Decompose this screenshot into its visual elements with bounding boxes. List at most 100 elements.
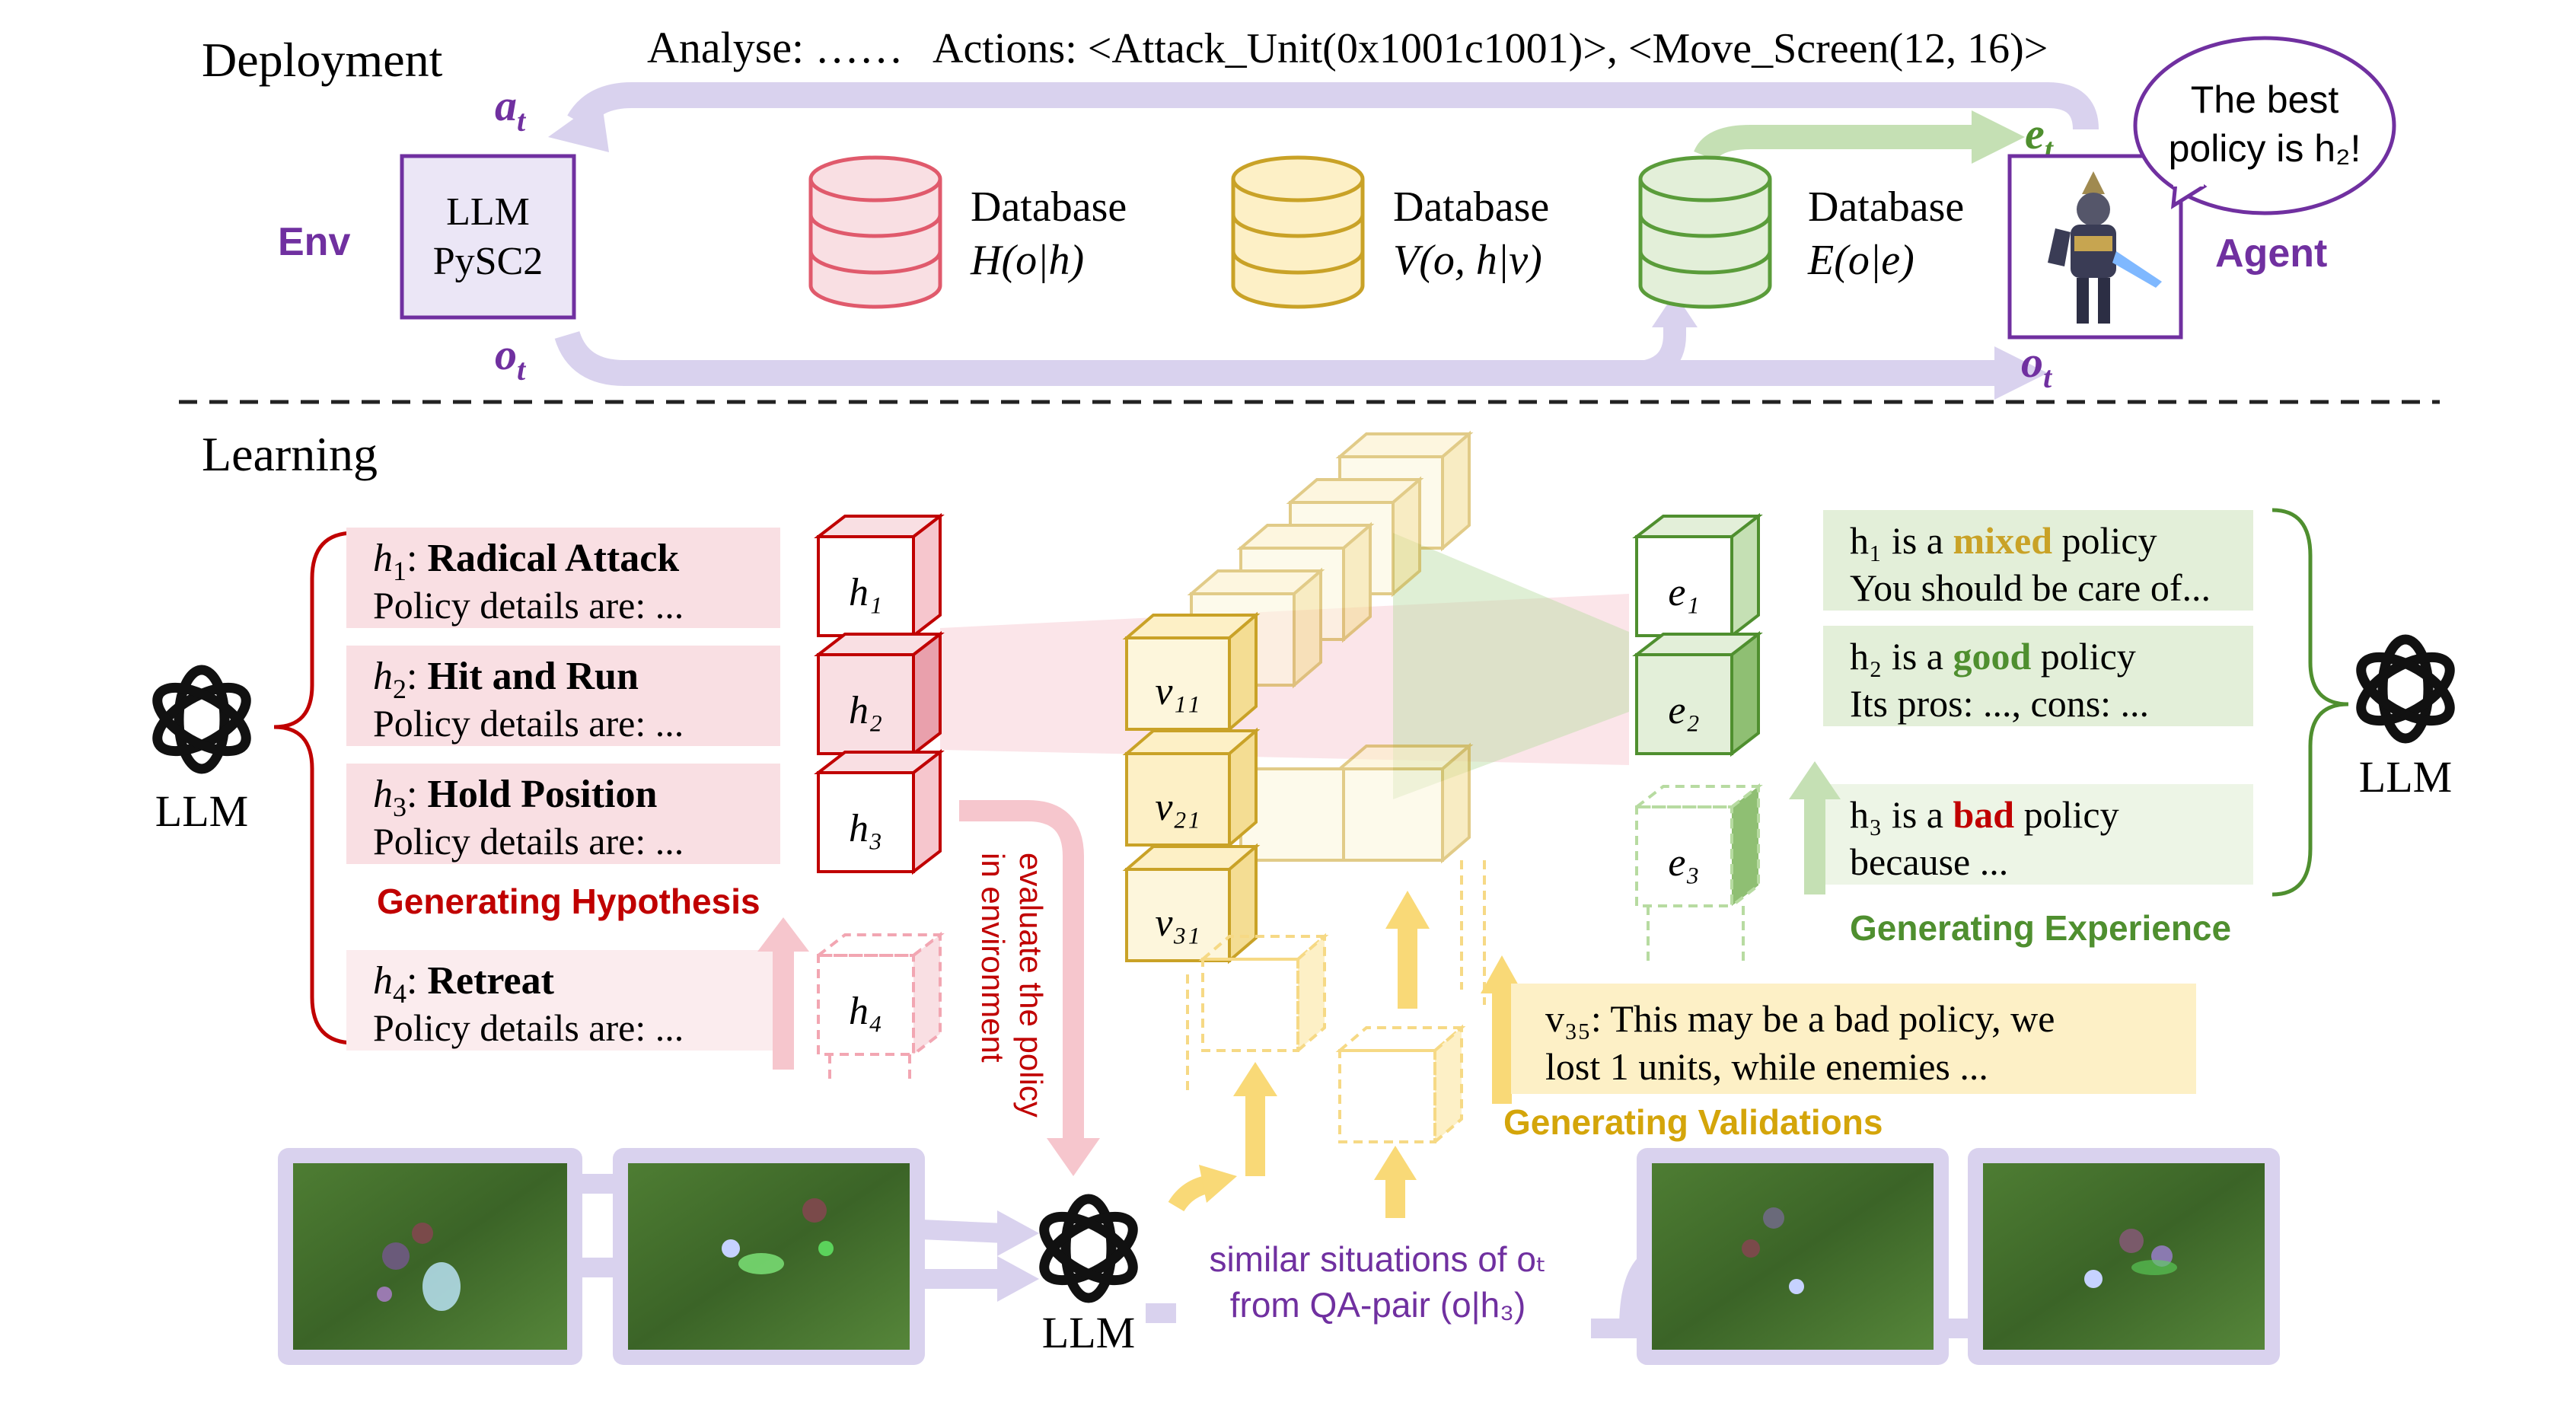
observation-arrow-head: [1994, 346, 2048, 400]
experience-1-line2: You should be care of...: [1850, 566, 2211, 609]
hypothesis-2-detail: Policy details are: ...: [373, 702, 684, 745]
e-cube-3-label: e₃: [1668, 841, 1699, 885]
game-screenshot-4: [1968, 1148, 2280, 1365]
bubble-line2: policy is h₂!: [2169, 127, 2361, 170]
experience-arrow: [1694, 125, 1979, 162]
h-cube-1: [814, 512, 945, 639]
experience-up-arrow-head: [1789, 761, 1841, 799]
experience-2-line1: h₂ is a good policy: [1850, 635, 2136, 678]
experience-3-line1: h₃ is a bad policy: [1850, 793, 2119, 836]
generating-validations-label: Generating Validations: [1503, 1102, 1883, 1142]
hypothesis-up-arrow: [773, 948, 794, 1070]
experience-up-arrow: [1804, 796, 1825, 894]
learning-title: Learning: [202, 427, 378, 481]
h-cube-1-label: h₁: [849, 571, 882, 614]
database-h-icon: [808, 155, 942, 309]
h-cube-3: [814, 748, 945, 875]
experience-2-line2: Its pros: ..., cons: ...: [1850, 682, 2149, 725]
h-cube-4-label: h₄: [849, 990, 882, 1033]
e-cube-1: [1632, 512, 1763, 639]
deployment-title: Deployment: [202, 33, 443, 87]
llm-to-v-arrow-head: [1199, 1165, 1237, 1203]
speech-bubble: [2133, 36, 2396, 215]
v-cube-grid: [1122, 430, 1474, 965]
h-cube-3-label: h₃: [849, 807, 882, 850]
agent-character-icon: [2048, 171, 2162, 324]
experience-box-3: [1823, 784, 2253, 885]
e-projection-plane: [1393, 533, 1629, 799]
evaluate-arrow-head: [1047, 1138, 1100, 1176]
db-h-line2: H(o|h): [970, 237, 1084, 284]
openai-logo-left-icon: [152, 665, 251, 774]
experience-brace: [2272, 508, 2349, 897]
evaluate-arrow: [959, 800, 1084, 1142]
o-t-left-label: ot: [495, 330, 527, 387]
e-cube-2: [1632, 630, 1763, 757]
llm-right-label: LLM: [2359, 752, 2452, 802]
screen1-to-llm-arrow-top-head: [997, 1210, 1039, 1256]
validation-up-arrows: [1233, 891, 1523, 1218]
h-cube-2-label: h₂: [849, 689, 882, 732]
env-box: [400, 154, 576, 320]
similar-line2: from QA-pair (o|h₃): [1230, 1285, 1526, 1325]
hypothesis-3-title: h3: Hold Position: [373, 773, 657, 822]
db-e-line2: E(o|e): [1807, 237, 1914, 284]
experience-1-line1: h₁ is a mixed policy: [1850, 519, 2157, 562]
openai-logo-bottom-icon: [1039, 1194, 1138, 1303]
experience-arrow-head: [1972, 110, 2025, 164]
hypothesis-brace: [273, 531, 355, 1045]
db-v-line1: Database: [1393, 183, 1549, 231]
hypothesis-up-arrow-head: [757, 917, 809, 952]
e-cube-2-label: e₂: [1668, 689, 1699, 732]
hypothesis-1-title: h1: Radical Attack: [373, 537, 679, 586]
env-box-line2: PySC2: [433, 240, 544, 283]
h-cube-2: [814, 630, 945, 757]
hypothesis-box-4: [346, 950, 780, 1051]
o-t-right-label: ot: [2021, 337, 2053, 394]
v-cube-31-label: v₃₁: [1155, 901, 1200, 945]
env-box-line1: LLM: [446, 190, 530, 234]
env-label: Env: [278, 220, 350, 264]
experience-3-line2: because ...: [1850, 840, 2008, 883]
a-t-label: at: [495, 81, 527, 138]
observation-branch-head: [1652, 293, 1698, 327]
evaluate-line1: evaluate the policy: [1013, 853, 1049, 1118]
validation-box: [1511, 984, 2196, 1094]
e-cube-1-label: e₁: [1668, 571, 1699, 614]
hypothesis-box-3: [346, 764, 780, 864]
hypothesis-4-detail: Policy details are: ...: [373, 1006, 684, 1049]
observation-loop-arrow: [554, 330, 2002, 386]
generating-hypothesis-label: Generating Hypothesis: [377, 882, 760, 921]
h-cube-4-dashed: [814, 931, 945, 1085]
game-screenshot-1: [278, 1148, 582, 1365]
hypothesis-box-1: [346, 528, 780, 628]
validation-line2: lost 1 units, while enemies ...: [1545, 1045, 1988, 1088]
agent-label: Agent: [2215, 231, 2327, 276]
hypothesis-3-detail: Policy details are: ...: [373, 820, 684, 863]
action-loop-arrow: [567, 82, 2099, 130]
similar-line1: similar situations of oₜ: [1209, 1239, 1546, 1279]
db-h-line1: Database: [971, 183, 1127, 231]
hypothesis-box-2: [346, 646, 780, 746]
v-cube-11-label: v₁₁: [1155, 670, 1200, 713]
database-e-icon: [1638, 155, 1772, 309]
validation-line1: v₃₅: This may be a bad policy, we: [1545, 997, 2055, 1040]
experience-box-2: [1823, 626, 2253, 726]
generating-experience-label: Generating Experience: [1850, 908, 2231, 948]
v-cube-dashed: [1186, 860, 1486, 1146]
llm-bottom-label: LLM: [1042, 1308, 1135, 1357]
actions-label: Actions: <Attack_Unit(0x1001c1001)>, <Mo…: [933, 25, 2048, 72]
db-e-line1: Database: [1808, 183, 1964, 231]
db-v-line2: V(o, h|v): [1393, 237, 1542, 284]
game-screenshot-3: [1637, 1148, 1949, 1365]
screen1-to-llm-arrow-bottom-head: [997, 1256, 1039, 1302]
database-v-icon: [1231, 155, 1365, 309]
screen1-to-llm-arrow-top: [920, 1220, 1006, 1243]
hypothesis-1-detail: Policy details are: ...: [373, 584, 684, 627]
bubble-line1: The best: [2191, 78, 2339, 121]
evaluate-line2: in environment: [975, 853, 1011, 1063]
llm-left-label: LLM: [155, 786, 248, 836]
hypothesis-2-title: h2: Hit and Run: [373, 655, 639, 704]
openai-logo-right-icon: [2356, 634, 2455, 744]
